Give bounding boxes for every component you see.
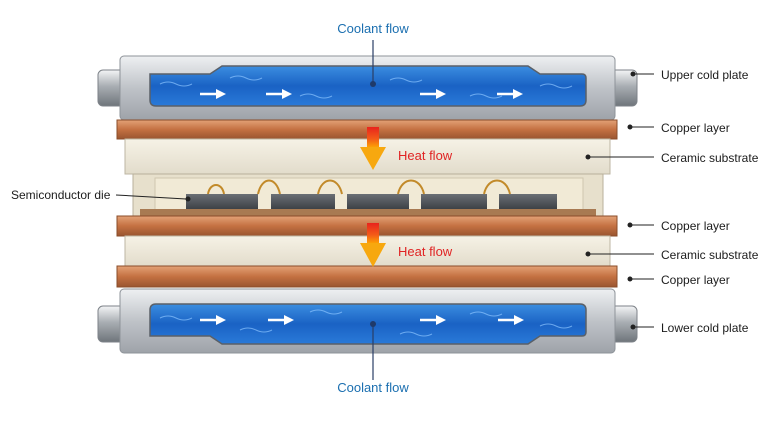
callout-copper-layer-1: Copper layer	[627, 121, 730, 135]
label-ceramic-substrate-1: Ceramic substrate	[661, 151, 759, 165]
label-lower-cold-plate: Lower cold plate	[661, 321, 749, 335]
heat-flow-label-lower: Heat flow	[398, 244, 453, 259]
coolant-flow-label-bottom: Coolant flow	[337, 380, 409, 395]
flow-arrow	[420, 315, 446, 325]
bond-wire	[207, 184, 225, 195]
lower-coolant-ripples	[159, 309, 573, 337]
lower-coolant-channel	[149, 303, 587, 345]
bond-wire	[397, 179, 425, 195]
flow-arrow	[498, 315, 524, 325]
flow-arrow	[268, 315, 294, 325]
die-chip	[347, 194, 409, 210]
bond-wire	[483, 179, 511, 195]
heat-flow-arrow-upper	[360, 127, 386, 170]
callout-ceramic-substrate-1: Ceramic substrate	[585, 151, 759, 165]
copper-layer-bottom	[116, 265, 618, 288]
lower-cold-plate	[97, 288, 638, 354]
die-chips	[186, 194, 557, 210]
upper-coolant-ripples	[159, 75, 573, 99]
bond-wire	[257, 179, 281, 195]
semiconductor-die-layer	[132, 173, 604, 217]
lower-flow-arrows	[200, 315, 524, 325]
label-copper-layer-3: Copper layer	[661, 273, 730, 287]
label-upper-cold-plate: Upper cold plate	[661, 68, 749, 82]
callout-upper-cold-plate: Upper cold plate	[630, 68, 749, 82]
callout-lower-cold-plate: Lower cold plate	[630, 321, 749, 335]
die-chip	[499, 194, 557, 210]
heat-flow-arrow-lower	[360, 223, 386, 267]
upper-cold-plate	[97, 55, 638, 121]
die-chip	[271, 194, 335, 210]
flow-arrow	[266, 89, 292, 99]
bond-wires	[207, 179, 511, 195]
upper-flow-arrows	[200, 89, 523, 99]
label-copper-layer-2: Copper layer	[661, 219, 730, 233]
die-chip	[421, 194, 487, 210]
label-copper-layer-1: Copper layer	[661, 121, 730, 135]
coolant-leader-dot-top	[370, 81, 376, 87]
callout-copper-layer-2: Copper layer	[627, 219, 730, 233]
upper-coolant-channel	[149, 65, 587, 107]
die-chip	[186, 194, 258, 210]
callout-semiconductor-die: Semiconductor die	[11, 188, 191, 202]
label-semiconductor-die: Semiconductor die	[11, 188, 111, 202]
bond-wire	[317, 179, 343, 195]
coolant-flow-label-top: Coolant flow	[337, 21, 409, 36]
callout-copper-layer-3: Copper layer	[627, 273, 730, 287]
flow-arrow	[200, 315, 226, 325]
label-ceramic-substrate-2: Ceramic substrate	[661, 248, 759, 262]
callout-ceramic-substrate-2: Ceramic substrate	[585, 248, 759, 262]
flow-arrow	[497, 89, 523, 99]
flow-arrow	[420, 89, 446, 99]
coolant-leader-dot-bottom	[370, 321, 376, 327]
die-layer-base	[140, 209, 596, 216]
flow-arrow	[200, 89, 226, 99]
heat-flow-label-upper: Heat flow	[398, 148, 453, 163]
